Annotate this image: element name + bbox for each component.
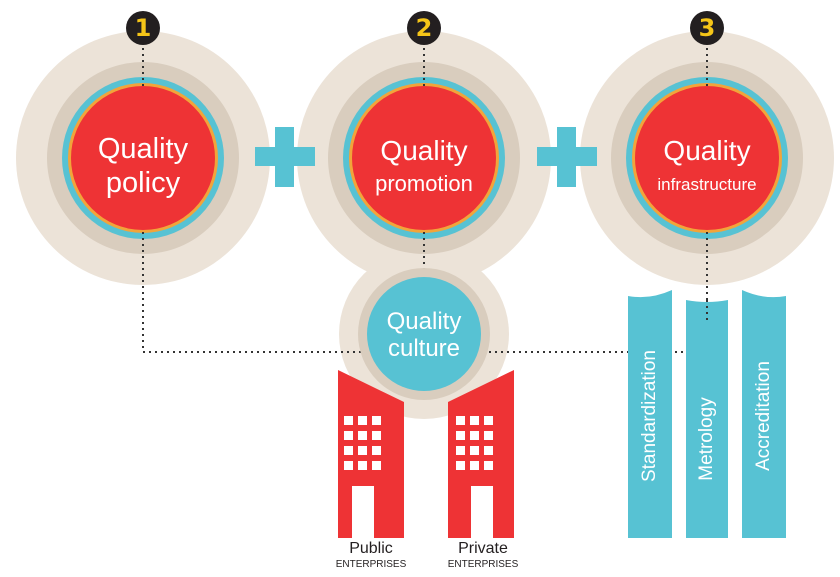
culture-line-1: Quality — [386, 308, 462, 335]
standardization-label: Standardization — [639, 349, 660, 483]
accreditation-column — [742, 290, 786, 538]
accreditation-label: Accreditation — [753, 361, 774, 471]
standardization-column — [628, 290, 672, 538]
private-enterprise-building-icon — [448, 370, 514, 538]
badge-1-number: 1 — [134, 14, 152, 42]
metrology-column — [686, 300, 728, 538]
plus-icon — [255, 127, 315, 187]
badge-2-number: 2 — [415, 14, 433, 42]
metrology-label: Metrology — [696, 397, 717, 481]
badge-1 — [126, 11, 160, 45]
public-enterprise-label: Public — [349, 540, 393, 557]
badge-3-number: 3 — [698, 14, 716, 42]
pillar-2-title: Quality — [380, 135, 468, 166]
badge-3 — [690, 11, 724, 45]
pillar-1-subtitle: policy — [105, 167, 181, 199]
pillar-3-title: Quality — [663, 135, 751, 166]
badge-2 — [407, 11, 441, 45]
public-enterprise-sublabel: ENTERPRISES — [335, 559, 407, 570]
pillar-3-subtitle: infrastructure — [657, 175, 757, 194]
pillar-1-title: Quality — [97, 133, 189, 165]
public-enterprise-building-icon — [338, 370, 404, 538]
private-enterprise-sublabel: ENTERPRISES — [447, 559, 519, 570]
private-enterprise-label: Private — [458, 540, 508, 557]
pillar-2-subtitle: promotion — [375, 171, 473, 196]
culture-line-2: culture — [387, 335, 461, 362]
pillar-2-core — [352, 86, 496, 230]
culture-core — [367, 277, 481, 391]
plus-icon — [537, 127, 597, 187]
pillar-1-core — [71, 86, 215, 230]
pillar-3-core — [635, 86, 779, 230]
